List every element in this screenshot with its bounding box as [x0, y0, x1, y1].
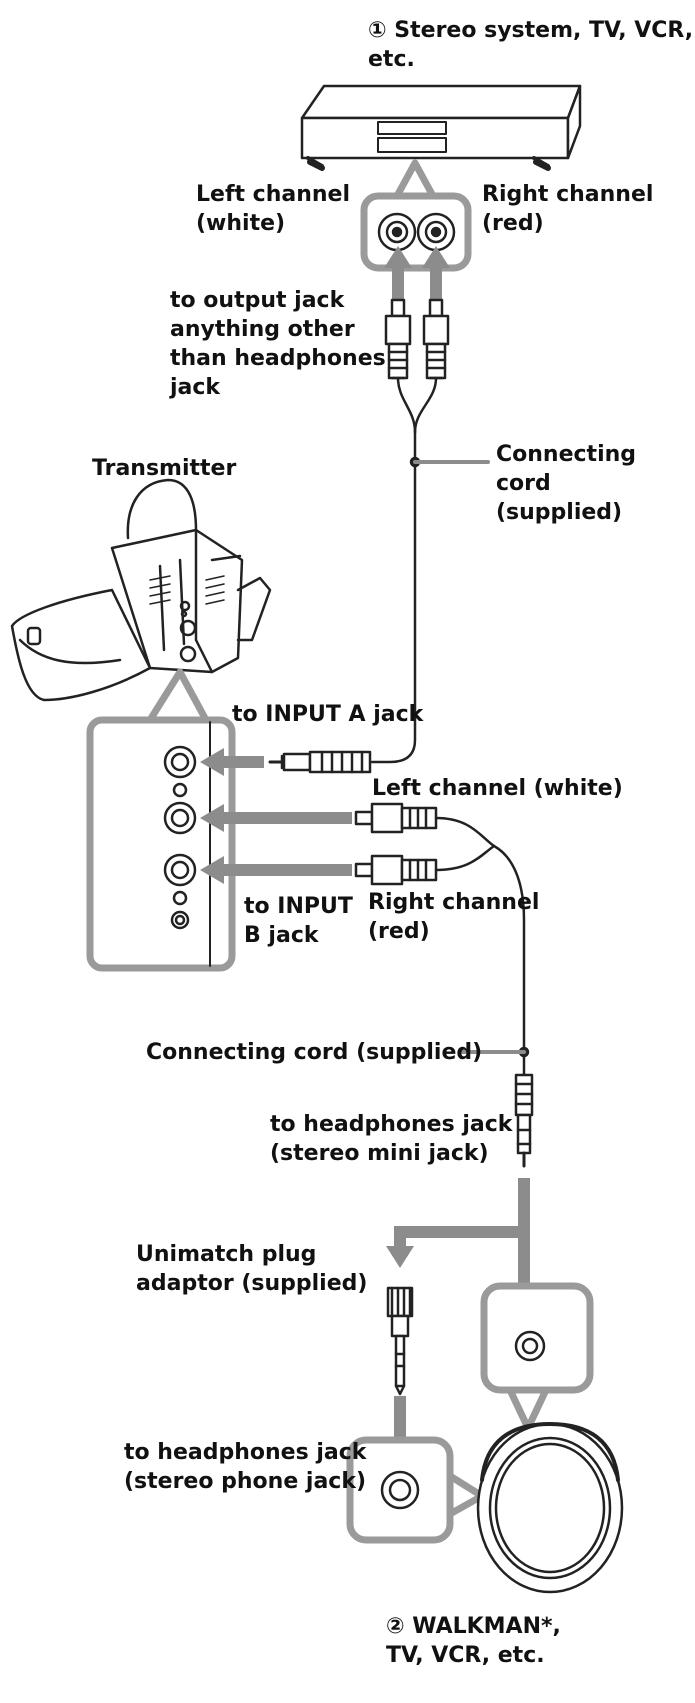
unimatch-adaptor-icon: [386, 1286, 414, 1396]
rca-plug-icon: [384, 298, 450, 380]
connecting-cord-bottom-label: Connecting cord (supplied): [146, 1040, 483, 1065]
connecting-cord-top-label: Connecting cord (supplied): [496, 442, 637, 525]
input-a-label: to INPUT A jack: [232, 702, 424, 727]
right-channel-mid-label: Right channel (red): [368, 890, 540, 944]
stereo-mini-plug-icon: [514, 1073, 534, 1168]
stereo-mini-plug-icon: [268, 750, 372, 774]
left-channel-mid-label: Left channel (white): [372, 776, 623, 801]
source-title: ① Stereo system, TV, VCR, etc.: [368, 18, 694, 72]
stereo-system-icon: [300, 84, 582, 171]
rca-plug-icon: [354, 802, 438, 886]
transmitter-label: Transmitter: [92, 456, 237, 481]
left-channel-top-label: Left channel (white): [196, 182, 351, 236]
walkman-label: ② WALKMAN*, TV, VCR, etc.: [386, 1614, 561, 1668]
right-channel-top-label: Right channel (red): [482, 182, 654, 236]
walkman-icon: [476, 1422, 624, 1594]
unimatch-label: Unimatch plug adaptor (supplied): [136, 1242, 368, 1296]
input-b-label: to INPUT B jack: [244, 894, 353, 948]
headphones-phone-label: to headphones jack (stereo phone jack): [124, 1440, 367, 1494]
transmitter-icon: [10, 478, 272, 702]
headphones-mini-label: to headphones jack (stereo mini jack): [270, 1112, 513, 1166]
rca-jack-panel-icon: [360, 192, 472, 272]
output-jack-note: to output jack anything other than headp…: [170, 288, 386, 400]
